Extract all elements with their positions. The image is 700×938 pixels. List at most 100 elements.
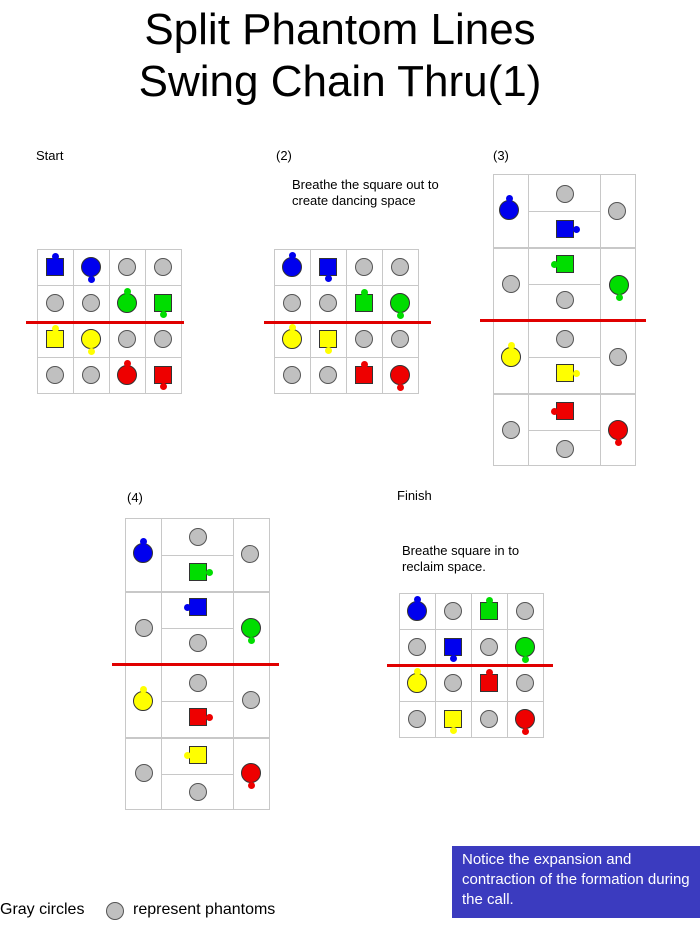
page-title-line-2: Swing Chain Thru(1): [138, 57, 542, 106]
yellow-facing-nose: [139, 685, 147, 693]
info-note: Notice the expansion and contraction of …: [452, 846, 700, 918]
phantom-dancer: [556, 291, 574, 309]
red-girl-dancer: [241, 763, 261, 783]
red-facing-nose: [396, 383, 404, 391]
yellow-facing-nose: [507, 341, 515, 349]
phantom-dancer: [444, 674, 462, 692]
yellow-boy-dancer: [319, 330, 337, 348]
phantom-dancer: [135, 619, 153, 637]
step3-center-line: [480, 319, 646, 322]
yellow-facing-nose: [413, 667, 421, 675]
step4-hline-4: [161, 774, 233, 775]
finish-caption: Breathe square in to reclaim space.: [402, 543, 520, 574]
yellow-facing-nose: [449, 726, 457, 734]
red-facing-nose: [550, 407, 558, 415]
red-facing-nose: [614, 438, 622, 446]
phantom-dancer: [319, 366, 337, 384]
phantom-dancer: [502, 421, 520, 439]
yellow-facing-nose: [51, 324, 59, 332]
red-facing-nose: [521, 727, 529, 735]
red-girl-dancer: [390, 365, 410, 385]
phantom-dancer: [283, 366, 301, 384]
red-facing-nose: [159, 382, 167, 390]
phantom-dancer: [391, 258, 409, 276]
yellow-facing-nose: [87, 347, 95, 355]
page-title-line-1: Split Phantom Lines: [144, 5, 536, 54]
green-facing-nose: [521, 655, 529, 663]
phantom-dancer: [46, 294, 64, 312]
phantom-dancer: [516, 602, 534, 620]
finish-formation-grid: [399, 593, 544, 738]
phantom-dancer: [241, 545, 259, 563]
phantom-dancer: [242, 691, 260, 709]
phantom-dancer: [189, 783, 207, 801]
start-label: Start: [36, 148, 64, 163]
red-boy-dancer: [556, 402, 574, 420]
green-facing-nose: [615, 293, 623, 301]
phantom-dancer: [189, 634, 207, 652]
blue-boy-dancer: [556, 220, 574, 238]
phantom-dancer: [154, 258, 172, 276]
phantom-dancer: [480, 638, 498, 656]
red-facing-nose: [123, 359, 131, 367]
step4-box-4: [125, 738, 270, 810]
blue-boy-dancer: [444, 638, 462, 656]
yellow-facing-nose: [183, 751, 191, 759]
blue-facing-nose: [324, 274, 332, 282]
phantom-dancer: [608, 202, 626, 220]
blue-girl-dancer: [133, 543, 153, 563]
green-boy-dancer: [355, 294, 373, 312]
yellow-boy-dancer: [444, 710, 462, 728]
step3-box-4: [493, 394, 636, 466]
phantom-dancer: [355, 330, 373, 348]
yellow-boy-dancer: [189, 746, 207, 764]
phantom-dancer: [391, 330, 409, 348]
yellow-girl-dancer: [501, 347, 521, 367]
blue-facing-nose: [183, 603, 191, 611]
legend-text-left: Gray circles: [0, 901, 85, 918]
blue-girl-dancer: [81, 257, 101, 277]
blue-boy-dancer: [319, 258, 337, 276]
yellow-facing-nose: [324, 346, 332, 354]
start-center-line: [26, 321, 184, 324]
step4-hline-3: [161, 701, 233, 702]
blue-facing-nose: [139, 537, 147, 545]
green-girl-dancer: [390, 293, 410, 313]
green-facing-nose: [205, 568, 213, 576]
yellow-facing-nose: [288, 323, 296, 331]
step3-hline-2: [528, 284, 600, 285]
yellow-girl-dancer: [81, 329, 101, 349]
phantom-dancer: [154, 330, 172, 348]
step4-center-line: [112, 663, 279, 666]
phantom-dancer: [82, 294, 100, 312]
blue-boy-dancer: [189, 598, 207, 616]
phantom-dancer: [444, 602, 462, 620]
phantom-dancer: [480, 710, 498, 728]
phantom-dancer: [556, 330, 574, 348]
step3-hline-3: [528, 357, 600, 358]
green-facing-nose: [247, 636, 255, 644]
yellow-boy-dancer: [556, 364, 574, 382]
blue-facing-nose: [449, 654, 457, 662]
blue-facing-nose: [572, 225, 580, 233]
phantom-dancer: [408, 638, 426, 656]
phantom-dancer: [355, 258, 373, 276]
blue-facing-nose: [288, 251, 296, 259]
finish-label: Finish: [397, 488, 432, 503]
red-facing-nose: [205, 713, 213, 721]
phantom-dancer: [408, 710, 426, 728]
phantom-dancer: [135, 764, 153, 782]
step2-label: (2): [276, 148, 292, 163]
blue-facing-nose: [413, 595, 421, 603]
blue-facing-nose: [51, 252, 59, 260]
red-boy-dancer: [189, 708, 207, 726]
phantom-dancer: [516, 674, 534, 692]
blue-girl-dancer: [282, 257, 302, 277]
blue-girl-dancer: [407, 601, 427, 621]
phantom-dancer: [556, 185, 574, 203]
legend-text-right: represent phantoms: [133, 901, 276, 918]
yellow-facing-nose: [572, 369, 580, 377]
green-facing-nose: [159, 310, 167, 318]
step4-hline-1: [161, 555, 233, 556]
yellow-girl-dancer: [282, 329, 302, 349]
